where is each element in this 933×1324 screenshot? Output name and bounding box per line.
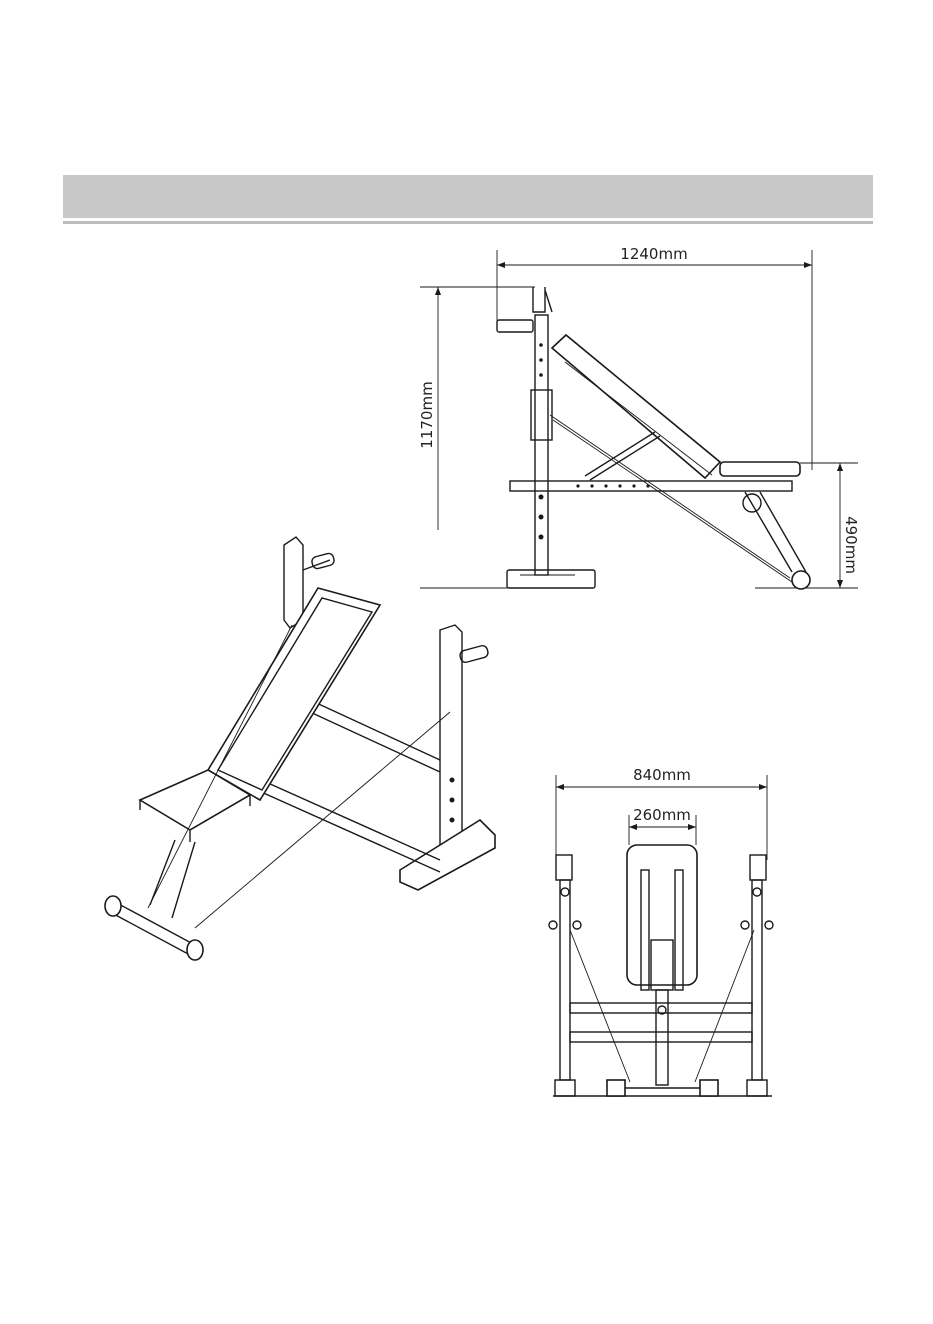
- front-backrest-width-label: 260mm: [633, 806, 691, 824]
- isometric-view: [105, 537, 495, 960]
- side-width-label: 1240mm: [620, 245, 687, 263]
- front-width-label: 840mm: [633, 766, 691, 784]
- side-seat-height-label: 490mm: [842, 516, 860, 574]
- side-view: 1240mm 1170mm 490mm: [418, 245, 860, 589]
- front-view: 840mm 260mm: [549, 766, 773, 1096]
- side-height-label: 1170mm: [418, 381, 436, 448]
